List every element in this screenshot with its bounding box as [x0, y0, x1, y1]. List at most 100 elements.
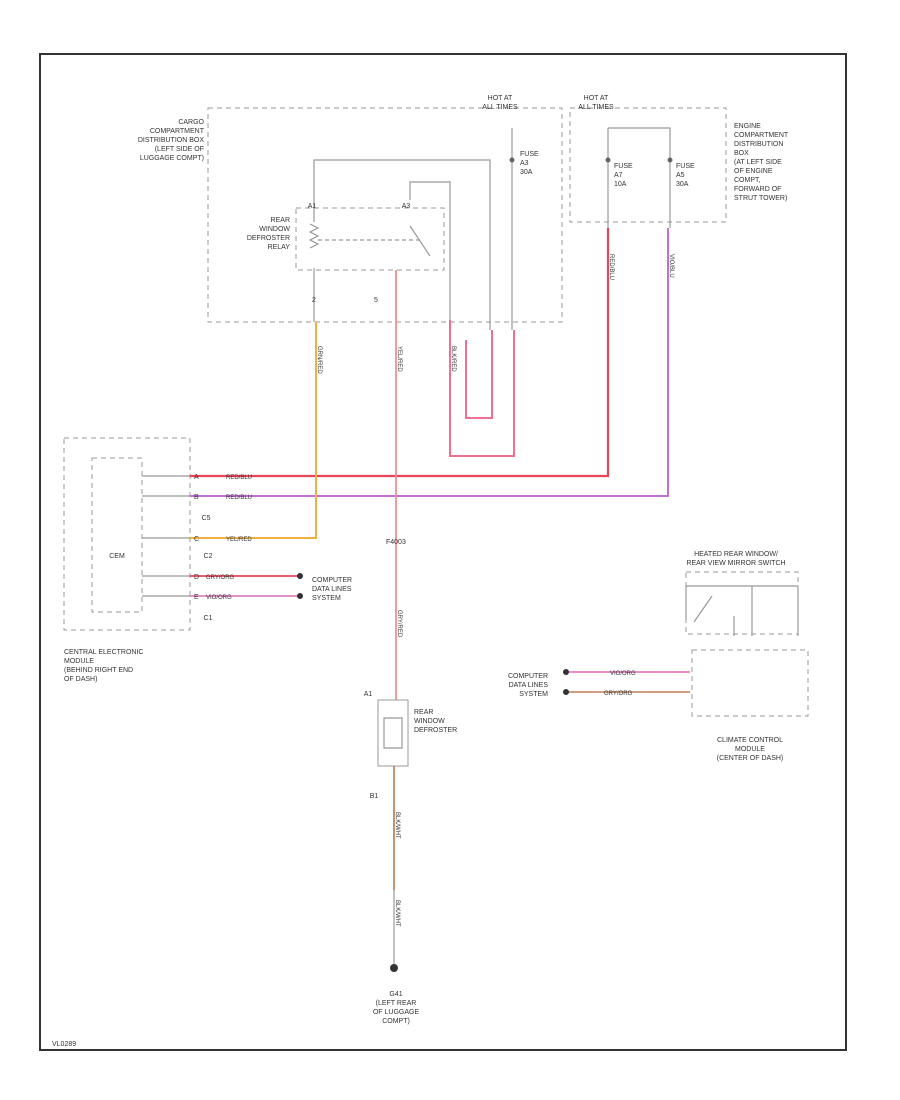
- pin-label: A: [194, 474, 199, 481]
- hot-at-all-times-label-line: HOT AT: [584, 95, 609, 102]
- computer-data-lines-label-line: COMPUTER: [312, 577, 352, 584]
- connector-dot: [297, 593, 303, 599]
- engine-box-label-line: ENGINE: [734, 123, 761, 130]
- cargo-distribution-box: [207, 107, 563, 323]
- cargo-box-label-line: CARGO: [178, 119, 204, 126]
- fuse-a5-label-line: 30A: [676, 181, 689, 188]
- wire-label: BLK/WHT: [394, 900, 400, 927]
- pink-loop-wire: [449, 320, 515, 457]
- cargo-box-label-line: COMPARTMENT: [150, 128, 205, 135]
- pin-label: A1: [364, 691, 373, 698]
- wire-label: GRY/ORG: [604, 691, 633, 697]
- diagram-frame: [39, 53, 847, 1051]
- relay-label-line: DEFROSTER: [247, 235, 290, 242]
- fuse-a3-icon: [509, 157, 515, 163]
- connector-dot: [563, 669, 569, 675]
- cem-data-wires: [190, 575, 300, 597]
- cem-inner-label: CEM: [109, 553, 125, 560]
- fuse-a7-icon: [605, 157, 611, 163]
- wire-label: RED/BLU: [226, 475, 252, 481]
- fuse-a3-label-line: FUSE: [520, 151, 539, 158]
- engine-box-label-line: COMPARTMENT: [734, 132, 789, 139]
- pin-label: 5: [374, 297, 378, 304]
- cem-description-label-line: CENTRAL ELECTRONIC: [64, 649, 143, 656]
- pin-label: A1: [308, 203, 317, 210]
- internal-wiring: [308, 127, 799, 636]
- ground-label-line: G41: [389, 991, 402, 998]
- fuse-a3-label-line: A3: [520, 160, 529, 167]
- wire-label: GRY/ORG: [206, 575, 235, 581]
- ground-label-line: OF LUGGAGE: [373, 1009, 420, 1016]
- pin-label: B: [194, 494, 199, 501]
- engine-box-label-line: COMPT,: [734, 177, 761, 184]
- wire-label: VIO/BLU: [668, 254, 674, 278]
- heated-switch-label-line: REAR VIEW MIRROR SWITCH: [686, 560, 785, 567]
- pin-label: C5: [202, 515, 211, 522]
- pin-label: B1: [370, 793, 379, 800]
- label-layer: CARGO COMPARTMENT DISTRIBUTION BOX (LEFT SI…: [52, 95, 789, 1048]
- wire-label: VIO/ORG: [206, 595, 232, 601]
- watermark-label: VL0289: [52, 1041, 76, 1048]
- connector-label: F4003: [386, 539, 406, 546]
- engine-box-label-line: FORWARD OF: [734, 186, 781, 193]
- pin-label: C2: [204, 553, 213, 560]
- ground-label-line: (LEFT REAR: [376, 1000, 417, 1007]
- wire-label: VIO/ORG: [610, 671, 636, 677]
- heated-switch-box: [685, 571, 799, 635]
- yellow-wire: [190, 322, 317, 539]
- fuse-a5-label-line: FUSE: [676, 163, 695, 170]
- climate-module-label-line: CLIMATE CONTROL: [717, 737, 783, 744]
- heated-switch-label-line: HEATED REAR WINDOW/: [694, 551, 778, 558]
- pin-label: 2: [312, 297, 316, 304]
- fuse-a3-label-line: 30A: [520, 169, 533, 176]
- hot-at-all-times-label-line: ALL TIMES: [482, 104, 518, 111]
- engine-box-label-line: DISTRIBUTION: [734, 141, 783, 148]
- cem-grey-stubs: [142, 475, 190, 597]
- cargo-box-label-line: LUGGAGE COMPT): [140, 155, 204, 162]
- engine-box-label-line: (AT LEFT SIDE: [734, 159, 782, 166]
- computer-data-lines-label-line: DATA LINES: [509, 682, 549, 689]
- relay-box: [295, 207, 445, 271]
- defroster-grid-icon: [383, 717, 403, 749]
- wire-label: YEL/RED: [396, 346, 402, 372]
- relay-label-line: REAR: [271, 217, 290, 224]
- pin-label: D: [194, 574, 199, 581]
- cem-inner-box: [91, 457, 143, 613]
- climate-module-label-line: (CENTER OF DASH): [717, 755, 784, 762]
- hot-at-all-times-label-line: ALL TIMES: [578, 104, 614, 111]
- defroster-label-line: DEFROSTER: [414, 727, 457, 734]
- cem-description-label-line: (BEHIND RIGHT END: [64, 667, 133, 674]
- engine-box-label-line: OF ENGINE: [734, 168, 773, 175]
- fuse-a7-label-line: A7: [614, 172, 623, 179]
- climate-module-label-line: MODULE: [735, 746, 765, 753]
- climate-data-wires: [566, 671, 690, 693]
- relay-label-line: WINDOW: [259, 226, 290, 233]
- wire-label: RED/BLU: [226, 495, 252, 501]
- computer-data-lines-label-line: SYSTEM: [312, 595, 341, 602]
- pin-label: C1: [204, 615, 213, 622]
- climate-module-box: [691, 649, 809, 717]
- cargo-box-label-line: (LEFT SIDE OF: [155, 146, 204, 153]
- defroster-label-line: WINDOW: [414, 718, 445, 725]
- relay-label-line: RELAY: [268, 244, 291, 251]
- engine-box-label-line: BOX: [734, 150, 749, 157]
- cem-description-label-line: MODULE: [64, 658, 94, 665]
- computer-data-lines-label-line: SYSTEM: [519, 691, 548, 698]
- engine-box-label-line: STRUT TOWER): [734, 195, 787, 202]
- defroster-icon: [377, 699, 409, 767]
- pin-label: A3: [402, 203, 411, 210]
- pin-label: E: [194, 594, 199, 601]
- ground-label-line: COMPT): [382, 1018, 410, 1025]
- fuse-a5-icon: [667, 157, 673, 163]
- cem-description-label-line: OF DASH): [64, 676, 97, 683]
- wire-label: RED/BLU: [608, 254, 614, 280]
- pin-label: C: [194, 536, 199, 543]
- computer-data-lines-label-line: DATA LINES: [312, 586, 352, 593]
- wire-label: BLK/WHT: [394, 812, 400, 839]
- ground-icon: [390, 964, 398, 972]
- cem-outer-box: [63, 437, 191, 631]
- red-wire: [190, 228, 610, 478]
- fuse-a5-label-line: A5: [676, 172, 685, 179]
- wire-label: BLK/RED: [450, 346, 456, 372]
